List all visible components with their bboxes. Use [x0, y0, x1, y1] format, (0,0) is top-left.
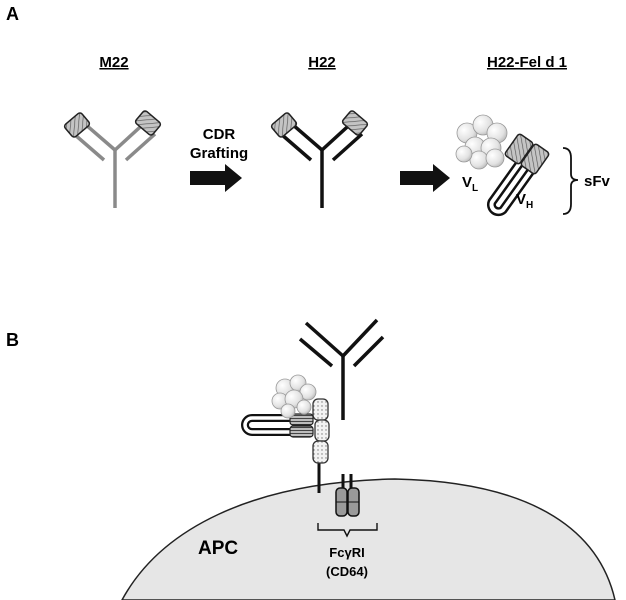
receptor-brace — [317, 523, 378, 538]
title-h22: H22 — [308, 54, 336, 71]
panel-b-letter: B — [6, 330, 19, 350]
cd64-label: (CD64) — [326, 564, 368, 579]
m22-antibody — [72, 116, 157, 208]
fcgri-receptor — [335, 474, 360, 517]
receptor-dotted-domains — [312, 398, 330, 493]
vl-label: VL — [462, 174, 478, 194]
bound-sfv — [241, 413, 314, 438]
free-antibody — [298, 318, 385, 420]
fel-d-1-allergen-cluster — [455, 114, 508, 170]
cdr-label: CDR — [203, 126, 236, 143]
title-h22-fel-d-1: H22-Fel d 1 — [487, 54, 567, 71]
h22-left-variable-domain — [270, 112, 298, 138]
arrow-cdr-grafting — [190, 164, 242, 192]
sfv-brace — [562, 147, 579, 215]
m22-left-variable-domain — [63, 112, 91, 138]
apc-label: APC — [198, 538, 238, 559]
apc-cell-membrane — [121, 478, 616, 600]
h22-right-variable-domain — [341, 110, 369, 136]
h22-antibody — [279, 116, 364, 208]
grafting-label: Grafting — [190, 145, 248, 162]
fcgri-label: FcγRI — [329, 545, 364, 560]
m22-right-variable-domain — [134, 110, 162, 136]
arrow-fusion — [400, 164, 450, 192]
sfv-label: sFv — [584, 173, 611, 190]
sfv-vh-domain — [520, 143, 550, 175]
panel-a-letter: A — [6, 4, 19, 24]
sfv-vl-domain — [504, 133, 534, 165]
bound-fel-d-1-cluster — [271, 374, 317, 419]
title-m22: M22 — [99, 54, 128, 71]
sfv-construct — [487, 157, 537, 217]
vh-label: VH — [516, 191, 533, 211]
